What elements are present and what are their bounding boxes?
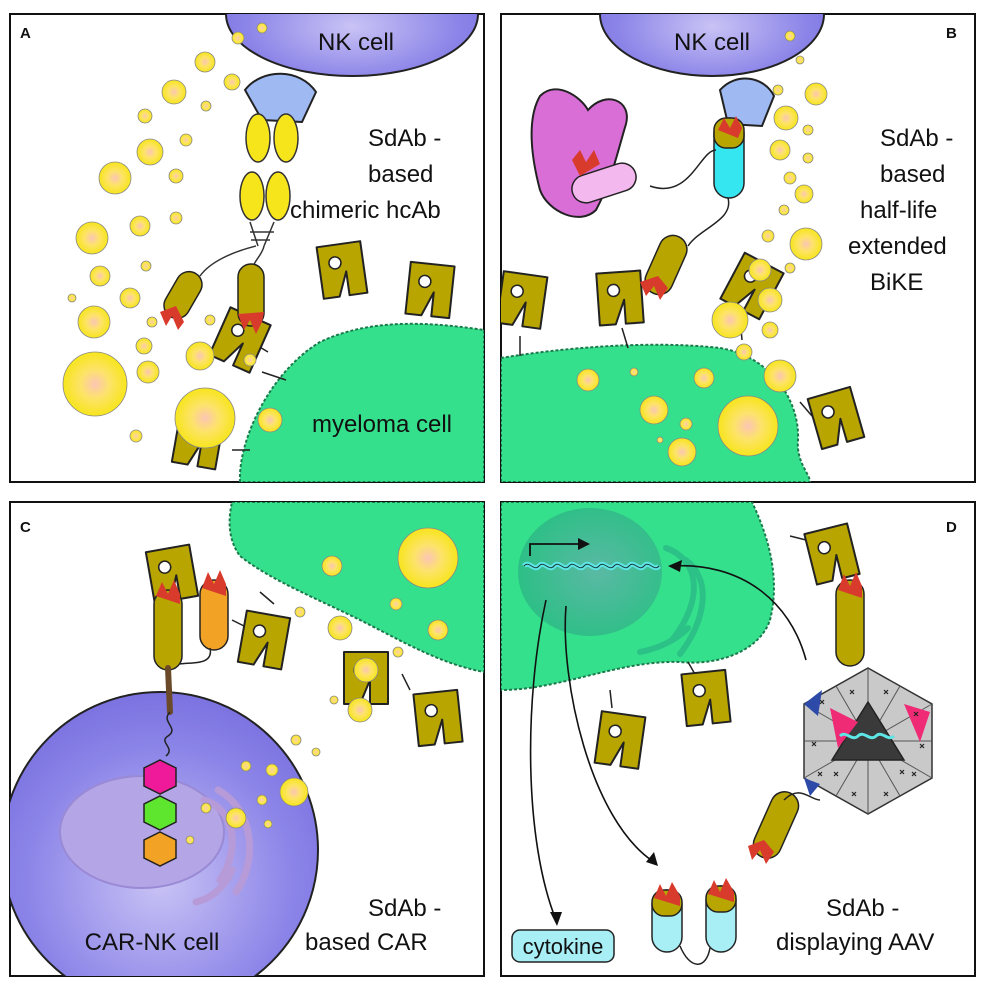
panel-d-caption-line2: displaying AAV [776, 929, 934, 956]
panel-d-caption-line1: SdAb - [826, 895, 899, 922]
panel-c: C CAR-NK cell SdAb - based CAR [9, 501, 485, 977]
panel-b-caption-line2: based [880, 161, 945, 188]
panel-a-caption-line3: chimeric hcAb [290, 197, 441, 224]
panel-c-caption-line2: based CAR [305, 929, 428, 956]
panel-c-caption-line1: SdAb - [368, 895, 441, 922]
panel-a-caption-line2: based [368, 161, 433, 188]
panel-d-letter: D [946, 519, 957, 536]
panel-a-myeloma-label: myeloma cell [312, 411, 452, 438]
panel-c-letter: C [20, 519, 31, 536]
cytokine-box [511, 929, 615, 963]
panel-b-caption-line4: extended [848, 233, 947, 260]
sdab-icon [160, 263, 265, 334]
panel-a-letter: A [20, 25, 31, 42]
nk-cell-icon [225, 14, 479, 77]
nk-cell-icon [599, 14, 825, 77]
panel-a-caption-line1: SdAb - [368, 125, 441, 152]
sdab-icon [748, 572, 865, 864]
nucleus-icon [518, 508, 662, 636]
secreted-sdab-icon [651, 878, 737, 965]
panel-c-car-nk-label: CAR-NK cell [85, 929, 220, 956]
panel-b: B NK cell SdAb - based half-life extende… [500, 13, 976, 483]
panel-b-nk-cell-label: NK cell [674, 29, 750, 56]
panel-d: D cytokine SdAb - displaying AAV [500, 501, 976, 977]
granule-icon [62, 22, 283, 449]
hcab-icon [199, 113, 299, 277]
panel-b-letter: B [946, 25, 957, 42]
panel-a-nk-cell-label: NK cell [318, 29, 394, 56]
car-icon [143, 570, 229, 867]
panel-b-caption-line1: SdAb - [880, 125, 953, 152]
myeloma-cell-icon [238, 322, 484, 482]
panel-b-caption-line5: BiKE [870, 269, 923, 296]
aav-capsid-icon [803, 667, 933, 815]
panel-d-cytokine-label: cytokine [523, 934, 604, 959]
panel-b-caption-line3: half-life [860, 197, 937, 224]
bike-icon [571, 116, 745, 300]
panel-a: A NK cell myeloma cell SdAb - based chim… [9, 13, 485, 483]
granule-icon [576, 30, 828, 467]
granule-icon [185, 527, 459, 845]
